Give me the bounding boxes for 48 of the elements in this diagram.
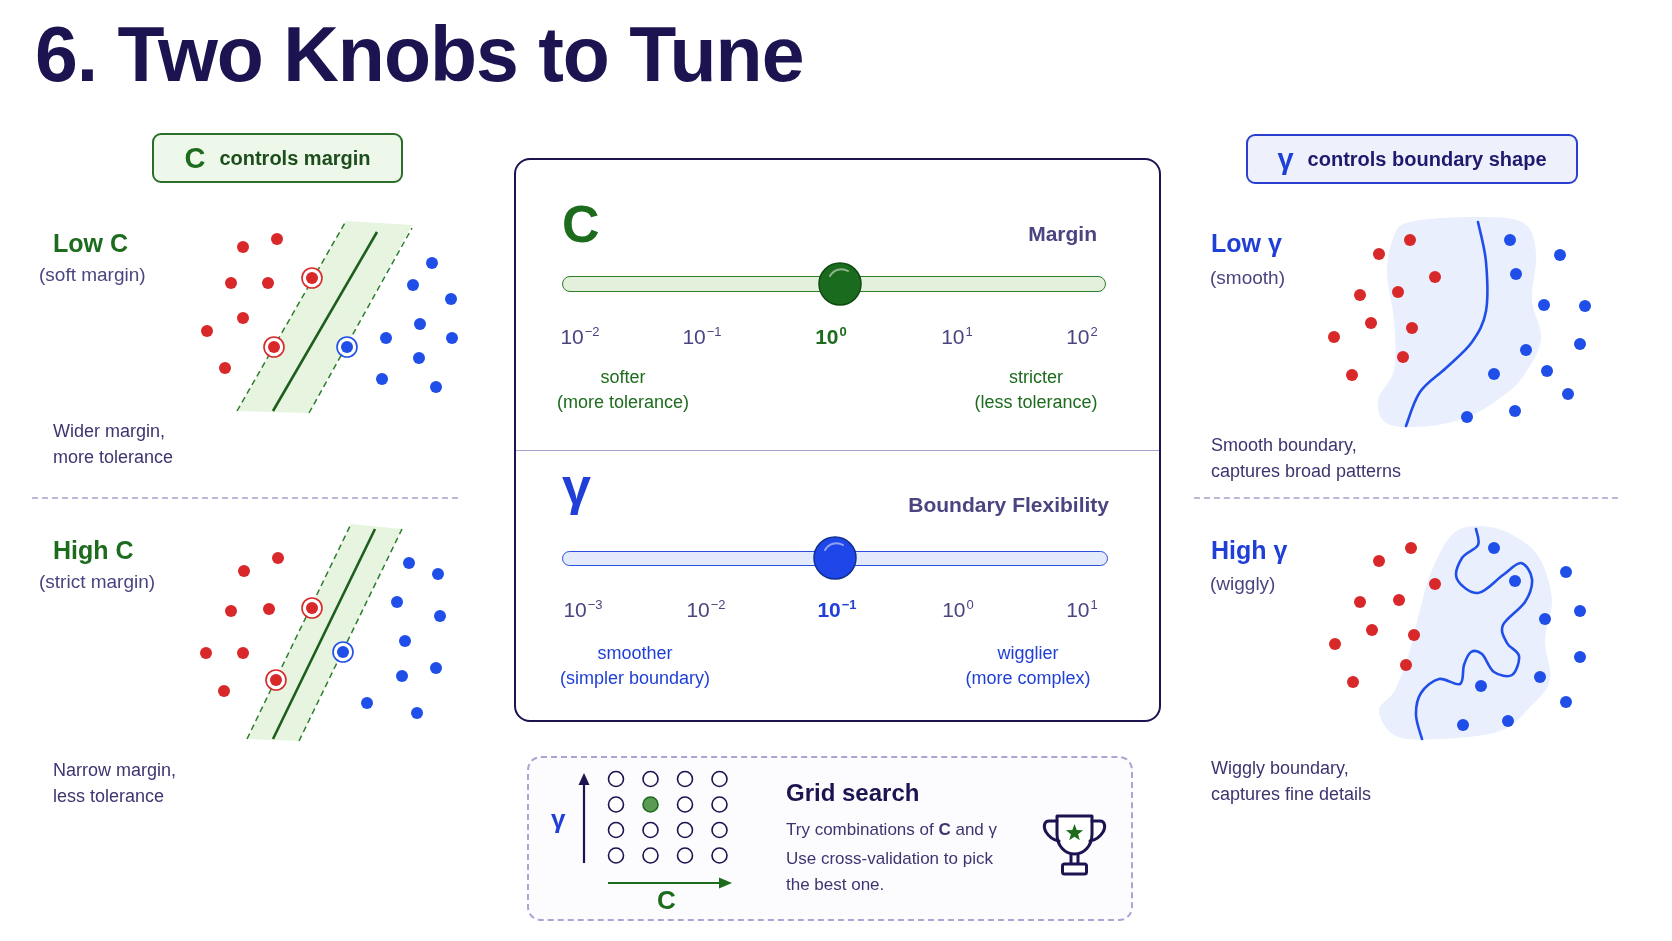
case-subtitle: (strict margin) [39, 571, 156, 593]
tick-label: 10$^{−1}$ [817, 598, 857, 622]
case-heading: High γ [1211, 536, 1288, 565]
tick-label: 10$^{−1}$ [682, 325, 722, 349]
header-text: controls margin [219, 146, 371, 170]
header-box [1246, 134, 1578, 184]
tick-label: 10$^{2}$ [1066, 325, 1098, 349]
case-subtitle: (soft margin) [39, 264, 146, 286]
slider-title: Boundary Flexibility [908, 493, 1109, 517]
parameter-symbol: γ [562, 456, 591, 516]
scale-caption: (more complex) [965, 668, 1091, 689]
scale-caption: stricter [1009, 367, 1063, 388]
panel-heading: Grid search [786, 779, 920, 807]
header-box [152, 133, 403, 183]
scale-caption: (less tolerance) [974, 392, 1098, 413]
slider-panel [514, 158, 1161, 722]
tick-label: 10$^{0}$ [942, 598, 974, 622]
case-description: Narrow margin, less tolerance [53, 759, 178, 808]
tick-label: 10$^{−2}$ [560, 325, 600, 349]
tick-label: 10$^{0}$ [815, 325, 847, 349]
axis-label: C [657, 885, 676, 916]
info-card [527, 756, 1133, 921]
axis-label: γ [551, 804, 566, 835]
case-heading: High C [53, 536, 134, 565]
scale-caption: wigglier [997, 643, 1059, 664]
case-description: Wiggly boundary, captures fine details [1211, 757, 1373, 806]
body-text: Try combinations of C and γ [786, 820, 998, 840]
body-text: Use cross-validation to pick the best one. [786, 848, 994, 896]
tick-label: 10$^{−2}$ [686, 598, 726, 622]
slider-title: Margin [1028, 222, 1097, 246]
case-description: Wider margin, more tolerance [53, 420, 175, 469]
tick-label: 10$^{1}$ [1066, 598, 1098, 622]
tick-label: 10$^{1}$ [941, 325, 973, 349]
case-subtitle: (smooth) [1210, 267, 1285, 289]
case-subtitle: (wiggly) [1210, 573, 1276, 595]
header-text: controls boundary shape [1307, 147, 1547, 171]
tick-label: 10$^{−3}$ [563, 598, 603, 622]
scale-caption: (more tolerance) [557, 392, 689, 413]
scale-caption: (simpler boundary) [559, 668, 711, 689]
case-heading: Low C [53, 229, 128, 258]
parameter-symbol: C [562, 194, 600, 254]
page-title: 6. Two Knobs to Tune [35, 10, 804, 99]
scale-caption: smoother [597, 643, 673, 664]
case-heading: Low γ [1211, 229, 1282, 258]
scale-caption: softer [600, 367, 646, 388]
case-description: Smooth boundary, captures broad patterns [1211, 434, 1403, 483]
parameter-symbol: γ [1277, 142, 1294, 176]
parameter-symbol: C [184, 141, 206, 175]
